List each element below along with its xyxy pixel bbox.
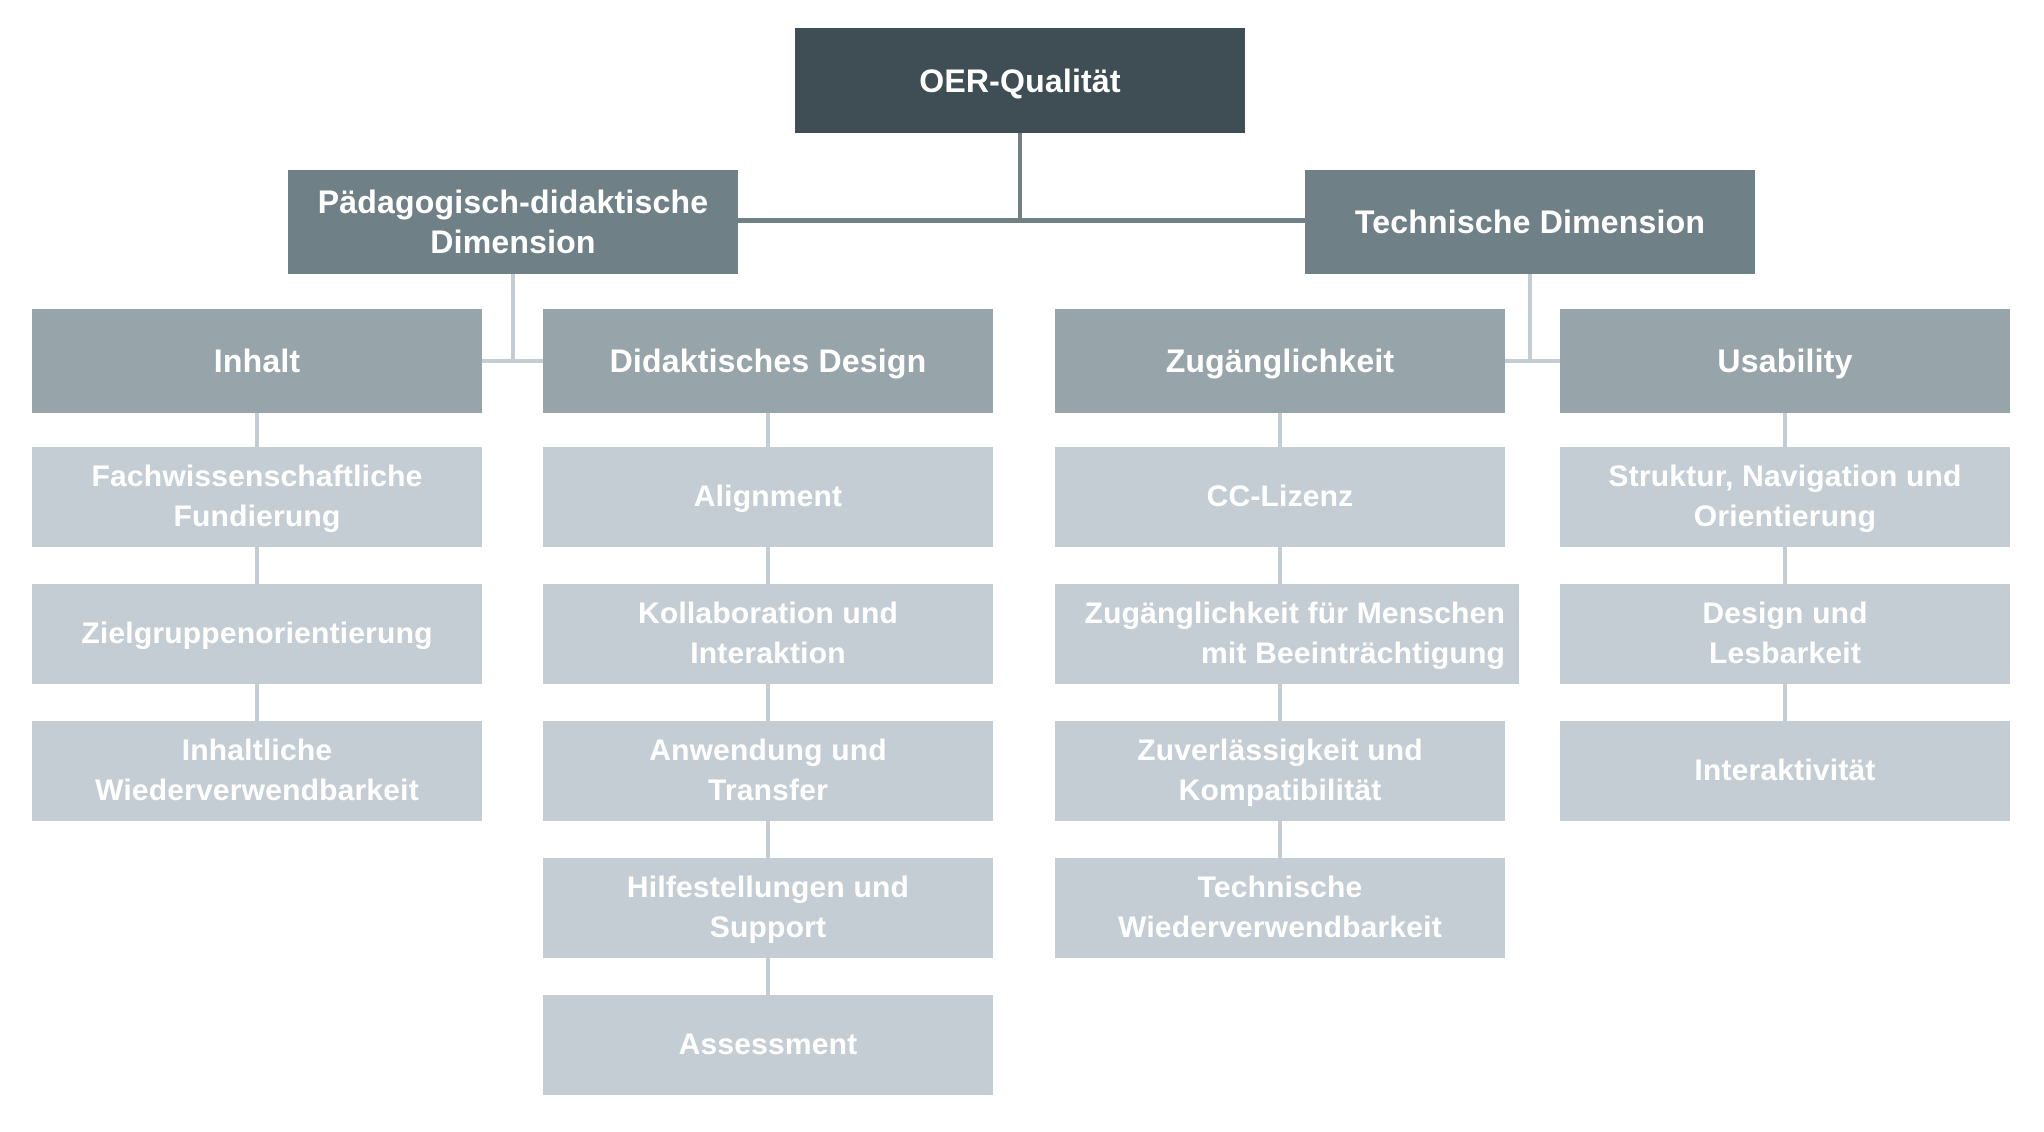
node-design-und-lesbarkeit: Design und Lesbarkeit [1560,584,2010,684]
node-hilfestellungen-und-support: Hilfestellungen und Support [543,858,993,958]
connector-col4-row2-row3 [1783,684,1787,721]
node-zuverlaessigkeit-und-kompatibilitaet: Zuverlässigkeit und Kompatibilität [1055,721,1505,821]
connector-col2-row1-row2 [766,547,770,584]
connector-zugaenglichkeit-usability-horizontal [1505,359,1562,363]
node-inhaltliche-wiederverwendbarkeit: Inhaltliche Wiederverwendbarkeit [32,721,482,821]
connector-technische-drop [1528,274,1532,363]
node-zugaenglichkeit: Zugänglichkeit [1055,309,1505,413]
connector-col3-row1-row2 [1278,547,1282,584]
connector-col3-row2-row3 [1278,684,1282,721]
node-oer-qualitaet: OER-Qualität [795,28,1245,133]
connector-root-drop [1018,133,1022,223]
node-kollaboration-und-interaktion: Kollaboration und Interaktion [543,584,993,684]
connector-col2-row2-row3 [766,684,770,721]
connector-col1-row1-row2 [255,547,259,584]
node-paedagogisch-didaktische-dimension: Pädagogisch-didaktische Dimension [288,170,738,274]
connector-zugaenglichkeit-children [1278,413,1282,447]
node-struktur-navigation-orientierung: Struktur, Navigation und Orientierung [1560,447,2010,547]
node-interaktivitaet: Interaktivität [1560,721,2010,821]
node-technische-wiederverwendbarkeit: Technische Wiederverwendbarkeit [1055,858,1505,958]
connector-didaktisches-children [766,413,770,447]
node-assessment: Assessment [543,995,993,1095]
node-alignment: Alignment [543,447,993,547]
connector-inhalt-didaktisches-horizontal [482,359,543,363]
connector-dimensions-horizontal [738,218,1305,223]
connector-usability-children [1783,413,1787,447]
node-inhalt: Inhalt [32,309,482,413]
connector-col1-row2-row3 [255,684,259,721]
node-usability: Usability [1560,309,2010,413]
connector-col2-row4-row5 [766,958,770,995]
connector-paedagogisch-drop [511,274,515,363]
node-fachwissenschaftliche-fundierung: Fachwissenschaftliche Fundierung [32,447,482,547]
connector-col2-row3-row4 [766,821,770,858]
connector-col4-row1-row2 [1783,547,1787,584]
connector-col3-row3-row4 [1278,821,1282,858]
node-zielgruppenorientierung: Zielgruppenorientierung [32,584,482,684]
node-didaktisches-design: Didaktisches Design [543,309,993,413]
connector-inhalt-children [255,413,259,447]
node-cc-lizenz: CC-Lizenz [1055,447,1505,547]
node-technische-dimension: Technische Dimension [1305,170,1755,274]
node-anwendung-und-transfer: Anwendung und Transfer [543,721,993,821]
node-zugaenglichkeit-fuer-menschen: Zugänglichkeit für Menschen mit Beeinträ… [1055,584,1519,684]
